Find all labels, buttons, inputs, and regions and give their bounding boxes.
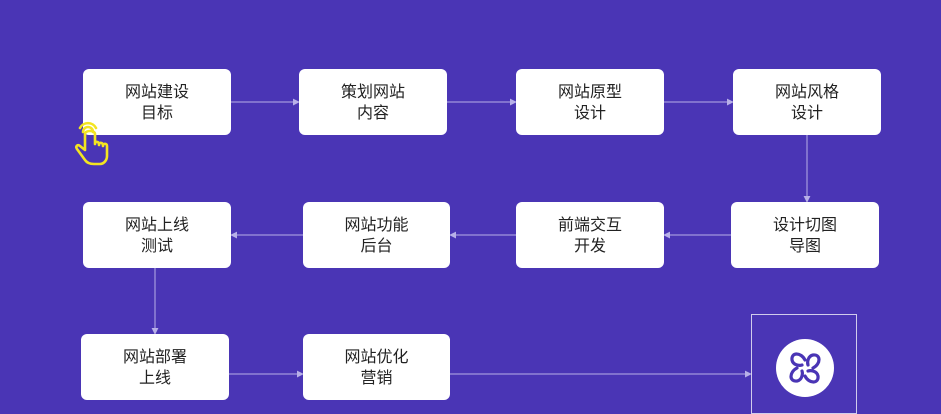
- step-website-goal: 网站建设 目标: [83, 69, 231, 135]
- step-label-line2: 设计: [573, 103, 606, 122]
- step-label-line1: 网站部署: [122, 347, 187, 366]
- step-label-line1: 设计切图: [772, 215, 837, 234]
- step-deploy-launch: 网站部署 上线: [81, 334, 229, 400]
- step-label-line2: 营销: [360, 368, 393, 387]
- step-label-line2: 开发: [573, 236, 606, 255]
- clover-logo-icon: [789, 352, 821, 384]
- step-label-line1: 前端交互: [557, 215, 622, 234]
- step-label-line2: 测试: [140, 236, 173, 255]
- step-label-line2: 上线: [138, 368, 171, 387]
- hand-pointer-icon: [70, 120, 112, 168]
- step-frontend-dev: 前端交互 开发: [516, 202, 664, 268]
- step-backend-functions: 网站功能 后台: [303, 202, 450, 268]
- step-launch-testing: 网站上线 测试: [83, 202, 231, 268]
- step-label-line2: 内容: [356, 103, 389, 122]
- step-plan-content: 策划网站 内容: [299, 69, 447, 135]
- step-label-line1: 网站上线: [124, 215, 189, 234]
- step-label-line1: 网站功能: [344, 215, 409, 234]
- step-style-design: 网站风格 设计: [733, 69, 881, 135]
- step-optimize-marketing: 网站优化 营销: [303, 334, 450, 400]
- step-label-line2: 导图: [788, 236, 821, 255]
- step-label-line1: 策划网站: [340, 82, 405, 101]
- step-design-slicing: 设计切图 导图: [731, 202, 879, 268]
- step-label-line1: 网站风格: [774, 82, 839, 101]
- step-label-line1: 网站优化: [344, 347, 409, 366]
- step-label-line1: 网站建设: [124, 82, 189, 101]
- flow-connectors: [151, 98, 811, 378]
- logo-badge: [776, 339, 834, 397]
- step-label-line2: 后台: [360, 236, 393, 255]
- step-label-line2: 设计: [790, 103, 823, 122]
- step-prototype-design: 网站原型 设计: [516, 69, 664, 135]
- step-label-line2: 目标: [140, 103, 173, 122]
- step-label-line1: 网站原型: [557, 82, 622, 101]
